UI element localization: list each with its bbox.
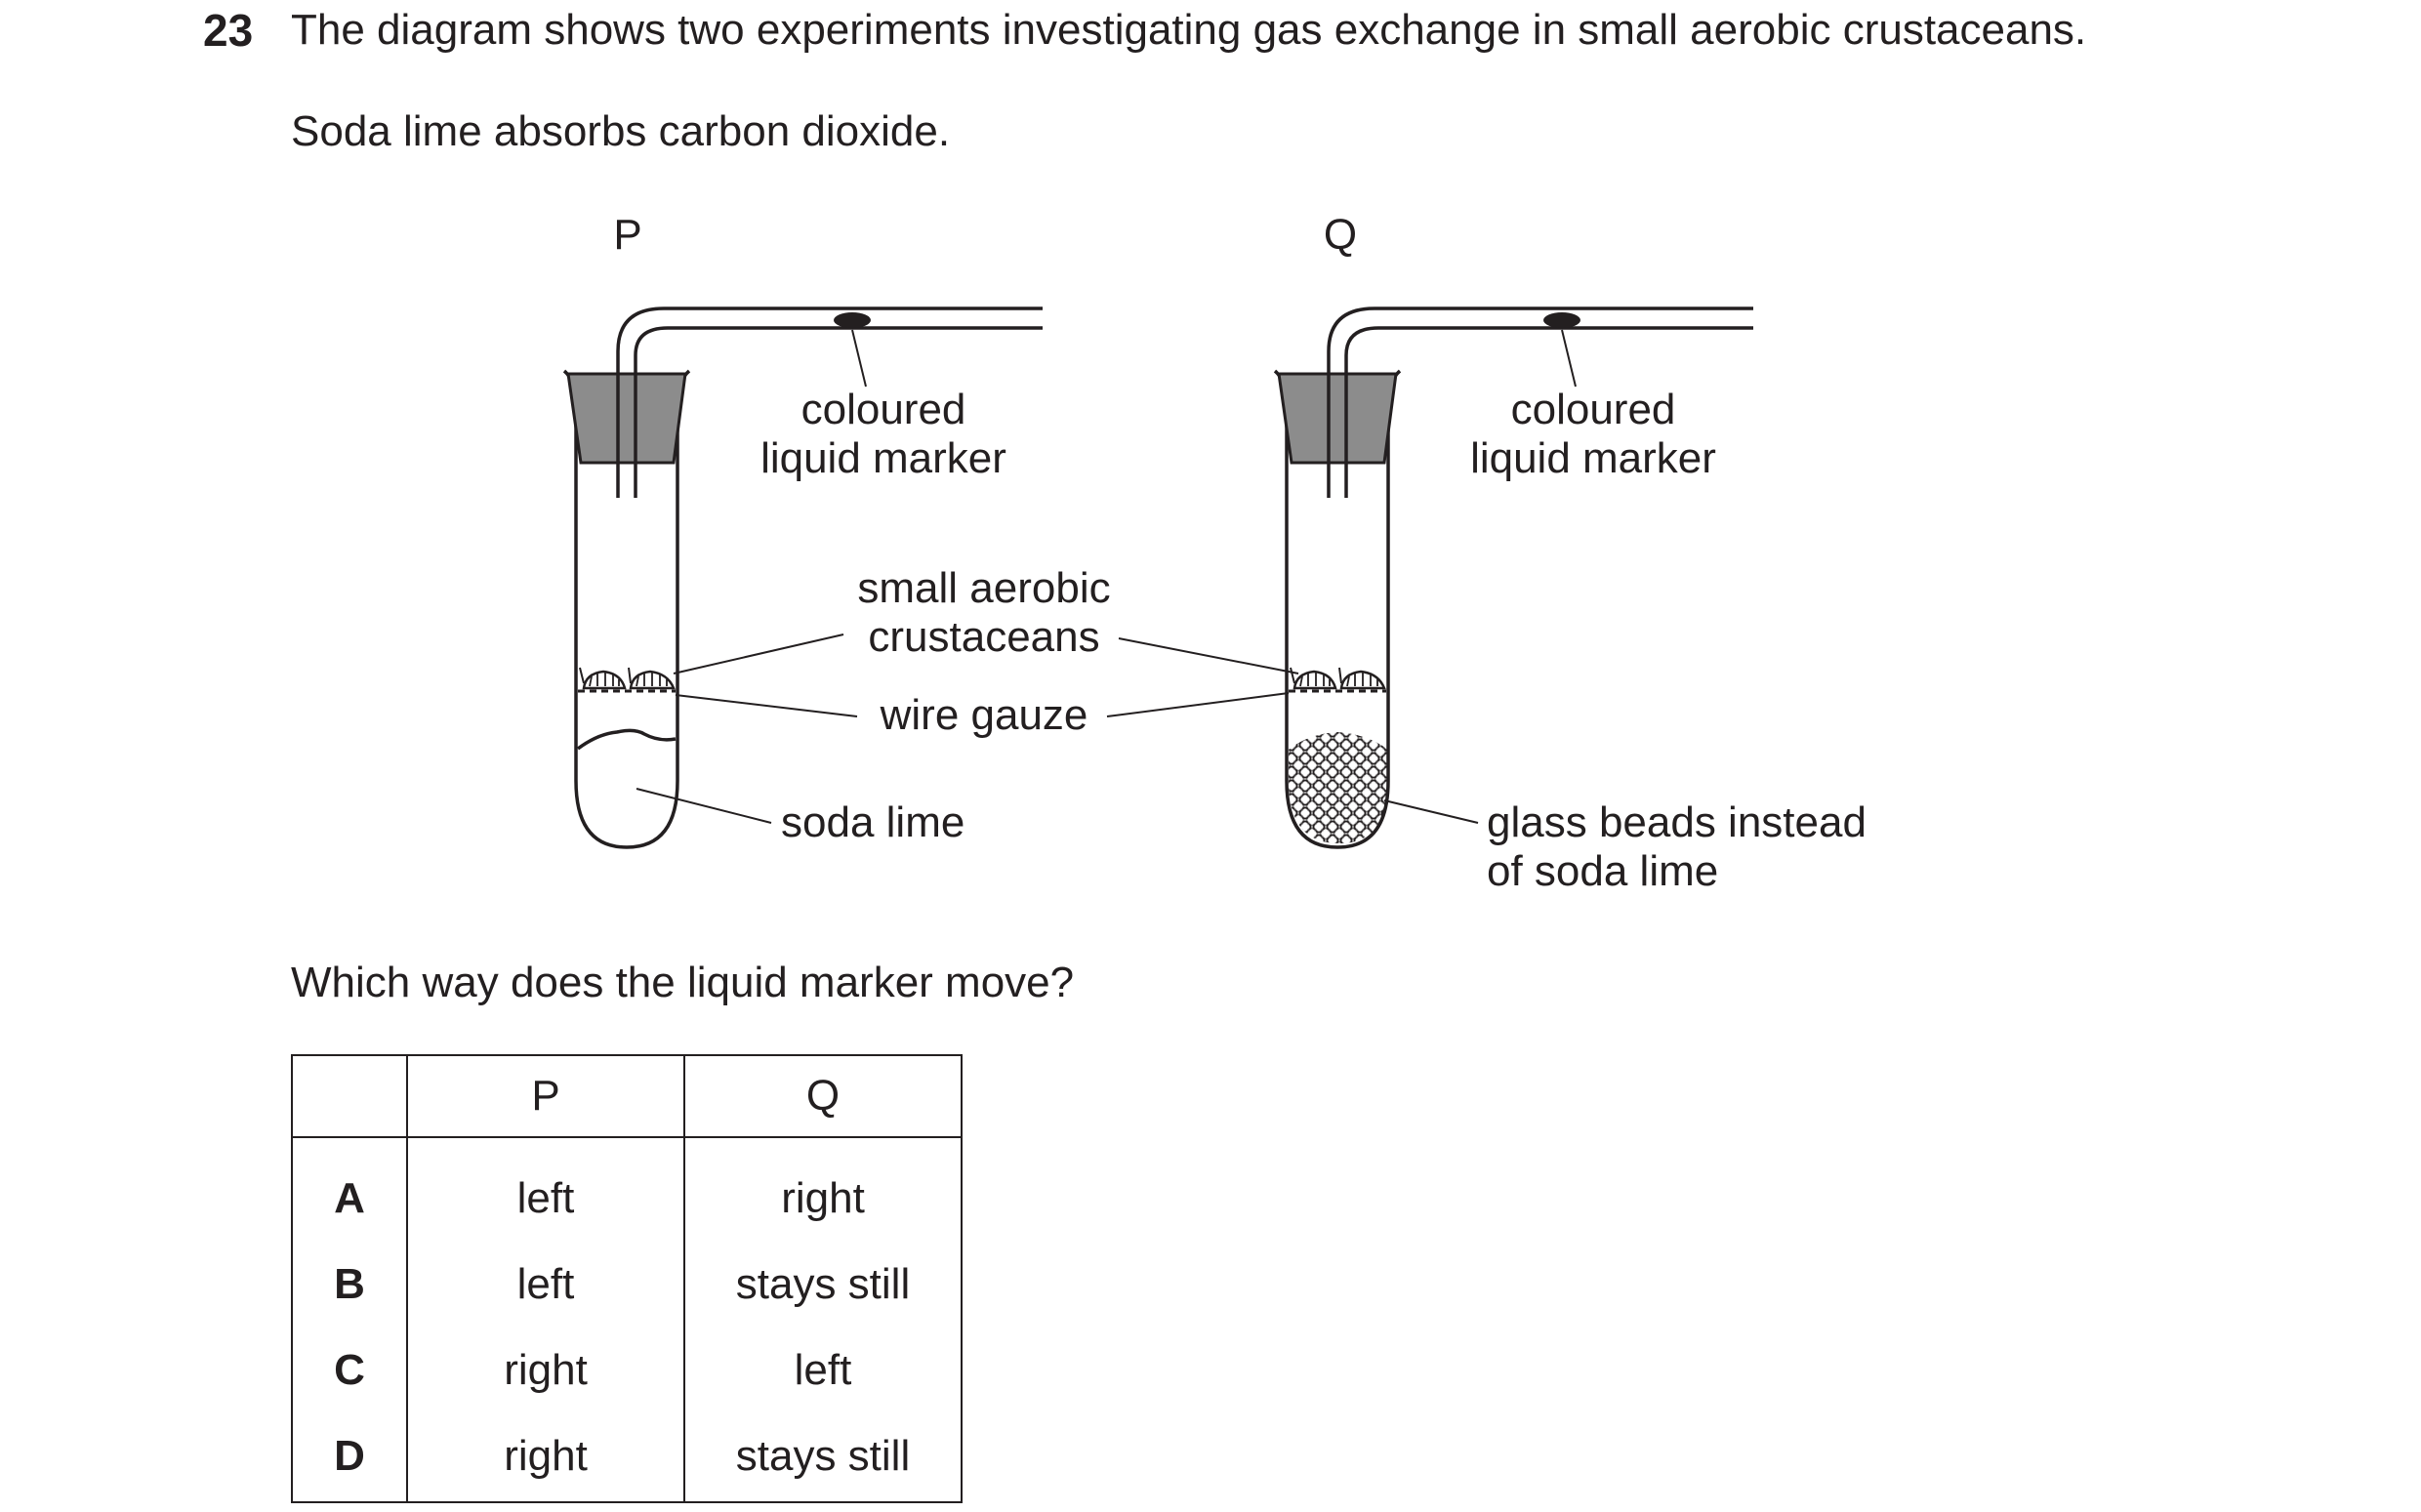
- header-p: P: [406, 1054, 685, 1138]
- wire-gauze-label: wire gauze: [880, 691, 1088, 739]
- option-q: stays still: [683, 1242, 963, 1328]
- delivery-tube-q: [1327, 306, 1753, 498]
- liquid-marker-p: [834, 312, 871, 328]
- apparatus-q: Q: [1273, 211, 1753, 849]
- option-q: left: [683, 1328, 963, 1413]
- marker-p-label-2: liquid marker: [760, 434, 1006, 482]
- glass-beads-label-1: glass beads instead: [1487, 798, 1867, 846]
- crustaceans-p: [579, 667, 676, 690]
- stopper-p: [566, 372, 687, 465]
- answer-table: P Q A left right B left stays still C ri…: [291, 1054, 963, 1503]
- question-intro: The diagram shows two experiments invest…: [291, 6, 2087, 54]
- delivery-tube-p: [616, 306, 1043, 498]
- option-p: right: [406, 1413, 685, 1503]
- marker-p-label-1: coloured: [801, 386, 966, 433]
- glass-beads-label-2: of soda lime: [1487, 847, 1718, 895]
- soda-lime-surface: [576, 728, 677, 751]
- liquid-marker-q: [1543, 312, 1580, 328]
- table-header-row: P Q: [291, 1054, 963, 1138]
- crustaceans-q: [1290, 667, 1386, 690]
- diagram-labels: coloured liquid marker coloured liquid m…: [636, 329, 1867, 895]
- question-prompt: Which way does the liquid marker move?: [291, 959, 1075, 1006]
- answer-row-c[interactable]: C right left: [291, 1328, 963, 1413]
- option-q: right: [683, 1137, 963, 1242]
- stopper-q: [1277, 372, 1398, 465]
- option-letter: A: [291, 1137, 408, 1242]
- option-letter: D: [291, 1413, 408, 1503]
- answer-row-b[interactable]: B left stays still: [291, 1242, 963, 1328]
- experiment-diagram: P Q: [562, 211, 1867, 895]
- answer-row-a[interactable]: A left right: [291, 1137, 963, 1242]
- label-p: P: [613, 211, 641, 259]
- option-p: left: [406, 1242, 685, 1328]
- marker-q-label-2: liquid marker: [1470, 434, 1716, 482]
- question-note: Soda lime absorbs carbon dioxide.: [291, 107, 951, 155]
- crustaceans-label-2: crustaceans: [868, 613, 1099, 661]
- answer-row-d[interactable]: D right stays still: [291, 1413, 963, 1503]
- option-q: stays still: [683, 1413, 963, 1503]
- soda-lime-label: soda lime: [781, 798, 964, 846]
- label-q: Q: [1324, 211, 1357, 259]
- apparatus-p: P: [562, 211, 1043, 849]
- crustaceans-label-1: small aerobic: [857, 564, 1110, 612]
- option-p: left: [406, 1137, 685, 1242]
- option-letter: C: [291, 1328, 408, 1413]
- header-q: Q: [683, 1054, 963, 1138]
- option-p: right: [406, 1328, 685, 1413]
- question-number: 23: [203, 5, 254, 56]
- marker-q-label-1: coloured: [1511, 386, 1676, 433]
- header-blank: [291, 1054, 408, 1138]
- option-letter: B: [291, 1242, 408, 1328]
